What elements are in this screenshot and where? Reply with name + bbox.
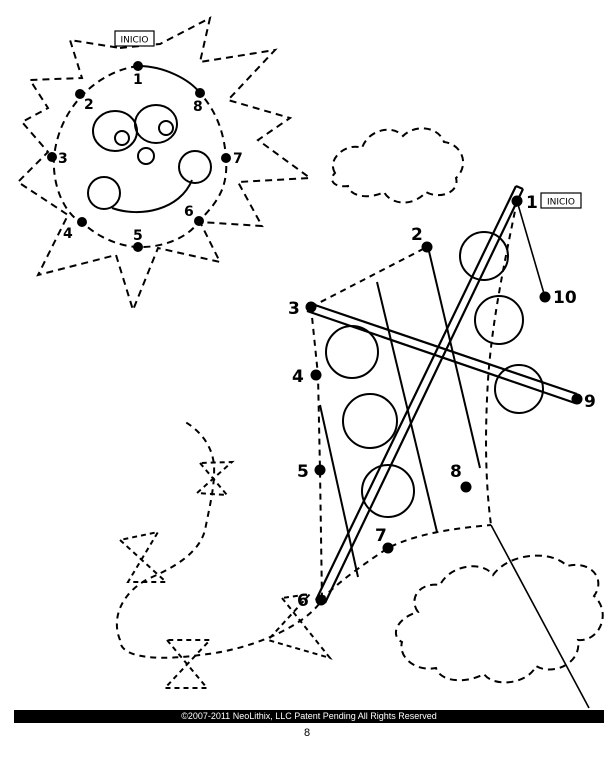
kite-dot-1[interactable] — [511, 195, 523, 207]
sun-number-7: 7 — [233, 151, 243, 167]
sun-dot-6[interactable] — [194, 216, 204, 226]
kite-tail-bow-2 — [117, 530, 169, 583]
kite-dot-4[interactable] — [310, 369, 322, 381]
sun-dot-1[interactable] — [133, 61, 143, 71]
sun-right-eye — [134, 104, 178, 144]
kite-number-2: 2 — [411, 225, 423, 245]
kite-outline-dashed — [310, 246, 428, 308]
sun-dot-2[interactable] — [75, 89, 85, 99]
kite-tail — [115, 419, 320, 659]
kite-stripe-3 — [427, 246, 481, 469]
sun-number-8: 8 — [193, 99, 203, 115]
kite-stripe-2 — [376, 281, 438, 533]
sun-number-2: 2 — [84, 97, 94, 113]
sun-smile — [111, 179, 193, 214]
sun-dot-7[interactable] — [221, 153, 231, 163]
sun-dot-5[interactable] — [133, 242, 143, 252]
sun-right-pupil — [158, 120, 174, 136]
sun-number-5: 5 — [133, 228, 143, 244]
kite-dot-9[interactable] — [571, 393, 583, 405]
kite-circle-f — [494, 364, 544, 414]
sun-number-3: 3 — [58, 151, 68, 167]
kite-dot-7[interactable] — [382, 542, 394, 554]
sun-left-eye — [92, 110, 138, 152]
kite-circle-d — [459, 231, 509, 281]
kite-right-edge-dashed — [485, 200, 518, 526]
kite-dot-5[interactable] — [314, 464, 326, 476]
kite-number-8: 8 — [450, 462, 462, 482]
kite-start-label: INICIO — [547, 198, 575, 208]
kite-number-9: 9 — [584, 392, 596, 412]
sun-number-6: 6 — [184, 204, 194, 220]
kite-dot-3[interactable] — [305, 301, 317, 313]
kite-number-7: 7 — [375, 526, 387, 546]
kite-stick-long — [315, 184, 524, 605]
sun-left-pupil — [114, 130, 130, 146]
page-number: 8 — [303, 727, 311, 739]
kite-number-4: 4 — [292, 367, 304, 387]
kite-line-1-to-10 — [516, 200, 546, 298]
kite-number-labels: 1 2 3 4 5 6 7 8 9 10 — [288, 193, 596, 611]
sun-number-4: 4 — [63, 226, 73, 242]
kite-dots — [305, 195, 583, 606]
kite-dot-2[interactable] — [421, 241, 433, 253]
kite-number-5: 5 — [297, 462, 309, 482]
kite-circle-c — [361, 464, 415, 518]
sun-face-solid-arc — [137, 65, 201, 94]
sun-number-1: 1 — [133, 72, 143, 88]
sun-start-label: INICIO — [120, 36, 148, 46]
cloud-bottom — [394, 554, 604, 684]
kite-number-1: 1 — [526, 193, 538, 213]
cloud-top — [331, 127, 465, 204]
kite-dot-10[interactable] — [539, 291, 551, 303]
sun-right-cheek — [178, 150, 212, 184]
sun-rays-outline — [16, 16, 313, 313]
sun-left-cheek — [87, 176, 121, 210]
kite-tail-bow-3 — [162, 639, 213, 689]
kite-tail-bow-1 — [194, 460, 235, 497]
sun-dots — [47, 61, 231, 252]
kite-circle-b — [342, 393, 398, 449]
kite-dot-8[interactable] — [460, 481, 472, 493]
kite-start-box: INICIO — [540, 192, 582, 209]
kite-drawing — [115, 184, 590, 709]
sun-start-box: INICIO — [114, 30, 155, 47]
sun-dot-3[interactable] — [47, 152, 57, 162]
kite-number-6: 6 — [297, 591, 309, 611]
kite-bottom-edge-dashed — [320, 524, 492, 601]
kite-circle-e — [474, 295, 524, 345]
kite-dot-6[interactable] — [315, 594, 327, 606]
kite-tether — [490, 524, 590, 709]
sun-dot-8[interactable] — [195, 88, 205, 98]
sun-dot-4[interactable] — [77, 217, 87, 227]
sun-nose — [137, 147, 155, 165]
kite-number-10: 10 — [553, 288, 577, 308]
sun-number-labels: 1 2 3 4 5 6 7 8 — [58, 72, 243, 244]
copyright-footer: ©2007-2011 NeoLithix, LLC Patent Pending… — [14, 710, 604, 723]
kite-stick-cross — [306, 301, 578, 405]
kite-left-edge-dashed — [310, 306, 323, 601]
kite-number-3: 3 — [288, 299, 300, 319]
